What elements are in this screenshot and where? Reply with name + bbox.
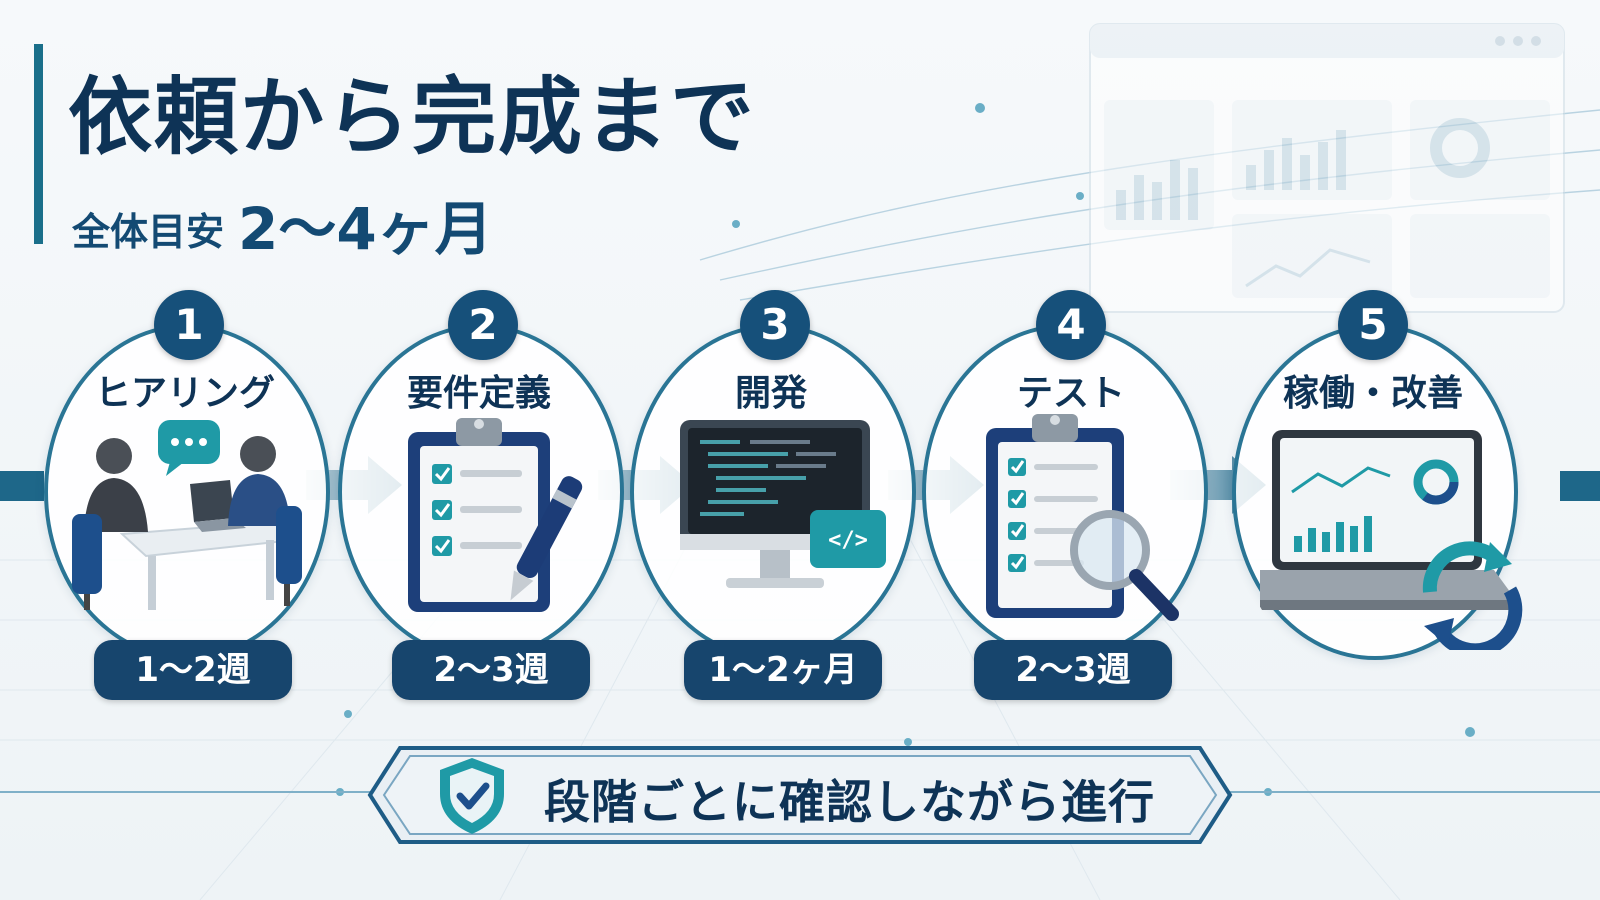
step-5-number: 5 bbox=[1338, 290, 1408, 360]
subtitle-value: 2～4ヶ月 bbox=[238, 195, 493, 263]
step-5-label: 稼働・改善 bbox=[1282, 373, 1463, 414]
step-2-duration: 2～3週 bbox=[392, 640, 590, 700]
flow-line-left bbox=[0, 471, 44, 501]
step-2-label: 要件定義 bbox=[406, 373, 551, 414]
flow-line-right bbox=[1560, 471, 1600, 501]
monitor-code-icon: </> bbox=[680, 420, 886, 588]
step-1-duration: 1～2週 bbox=[94, 640, 292, 700]
step-3-duration: 1～2ヶ月 bbox=[684, 640, 882, 700]
laptop-dashboard-refresh-icon bbox=[1260, 430, 1523, 650]
step-4-duration: 2～3週 bbox=[974, 640, 1172, 700]
step-3-number: 3 bbox=[740, 290, 810, 360]
subtitle-label: 全体目安 bbox=[72, 210, 225, 254]
shield-check-icon bbox=[440, 758, 504, 834]
svg-text:</>: </> bbox=[828, 528, 868, 553]
checklist-magnifier-icon bbox=[986, 414, 1179, 621]
step-4-label: テスト bbox=[1016, 373, 1125, 414]
footer-banner-text: 段階ごとに確認しながら進行 bbox=[544, 775, 1155, 829]
step-4-number: 4 bbox=[1036, 290, 1106, 360]
step-2-number: 2 bbox=[448, 290, 518, 360]
checklist-pen-icon bbox=[408, 418, 583, 612]
page-title: 依頼から完成まで bbox=[68, 68, 757, 166]
title-accent-bar bbox=[34, 44, 43, 244]
page-subtitle: 全体目安 2～4ヶ月 bbox=[72, 182, 493, 266]
footer-banner bbox=[367, 746, 1233, 844]
step-3-label: 開発 bbox=[734, 373, 807, 414]
step-1-number: 1 bbox=[154, 290, 224, 360]
step-1-label: ヒアリング bbox=[94, 373, 275, 414]
meeting-icon bbox=[72, 420, 302, 610]
